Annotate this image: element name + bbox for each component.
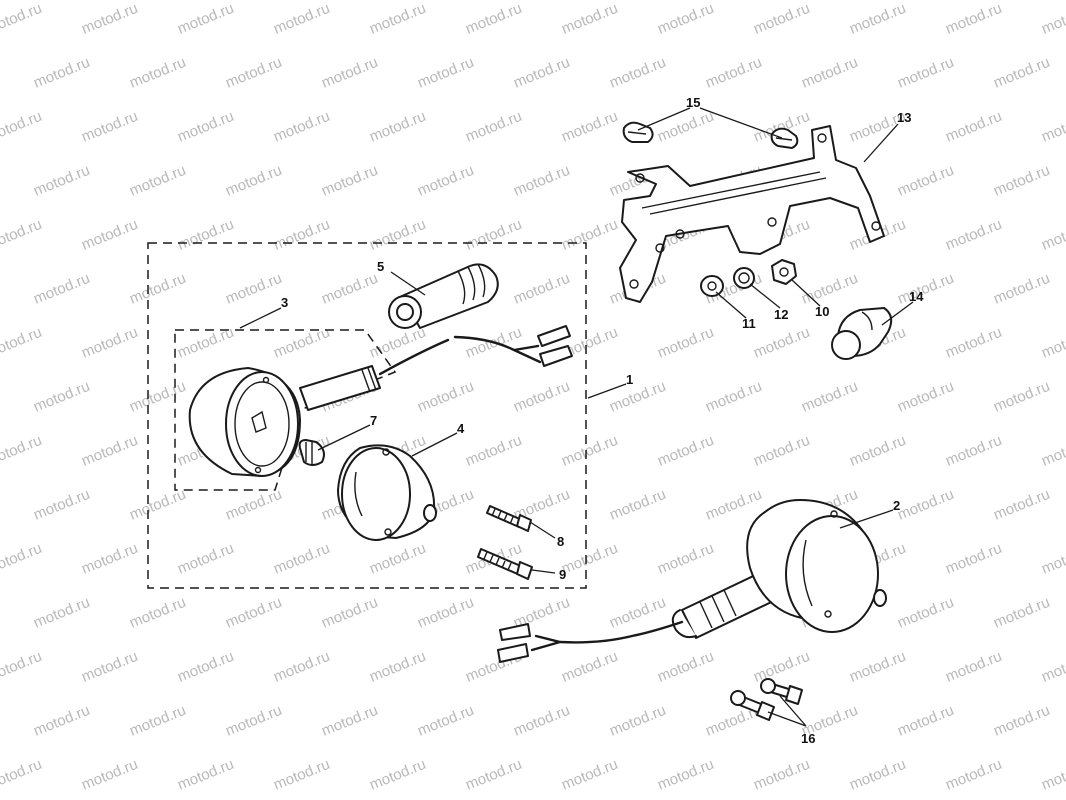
housing-subassembly-dashed-outline (174, 329, 397, 491)
lock-washer-part (733, 267, 755, 289)
callout-11: 11 (742, 316, 756, 331)
bulb-part (298, 439, 325, 466)
callout-16: 16 (801, 731, 815, 746)
callout-13: 13 (897, 110, 911, 125)
callout-5: 5 (377, 259, 384, 274)
bolt-16a-part (760, 678, 803, 705)
callout-7: 7 (370, 413, 377, 428)
wire-connector-right-lower (497, 643, 529, 663)
callout-4: 4 (457, 421, 465, 436)
signal-lens-part (337, 444, 437, 541)
callout-1: 1 (626, 372, 633, 387)
right-signal-wire (530, 620, 684, 652)
rubber-boot-part (388, 263, 499, 329)
housing-wire (378, 338, 450, 376)
flat-washer-part (700, 275, 724, 297)
callout-10: 10 (815, 304, 829, 319)
callout-8: 8 (557, 534, 564, 549)
nut-part (771, 259, 797, 285)
housing-wire-split (453, 335, 542, 364)
wire-connector-left-upper (537, 325, 571, 347)
kit-boundary-dashed-box (147, 242, 587, 589)
cable-clip-right-part (770, 127, 799, 149)
mounting-bracket-part (619, 125, 885, 303)
screw-8-part (486, 505, 532, 532)
callout-2: 2 (893, 498, 900, 513)
leader-lines (239, 107, 914, 727)
callout-14: 14 (909, 289, 924, 304)
grommet-part (831, 307, 893, 360)
callout-12: 12 (774, 307, 788, 322)
signal-housing-part (188, 365, 381, 477)
callout-15: 15 (686, 95, 700, 110)
callout-9: 9 (559, 567, 566, 582)
turn-signal-right-part (671, 499, 887, 639)
screw-9-part (477, 548, 533, 580)
callout-3: 3 (281, 295, 288, 310)
wire-connector-right-upper (499, 623, 531, 641)
wire-connector-left-lower (539, 345, 573, 367)
bolt-16b-part (730, 690, 775, 721)
callout-labels: 1 2 3 4 5 7 8 9 10 11 12 13 14 15 16 (281, 95, 924, 746)
